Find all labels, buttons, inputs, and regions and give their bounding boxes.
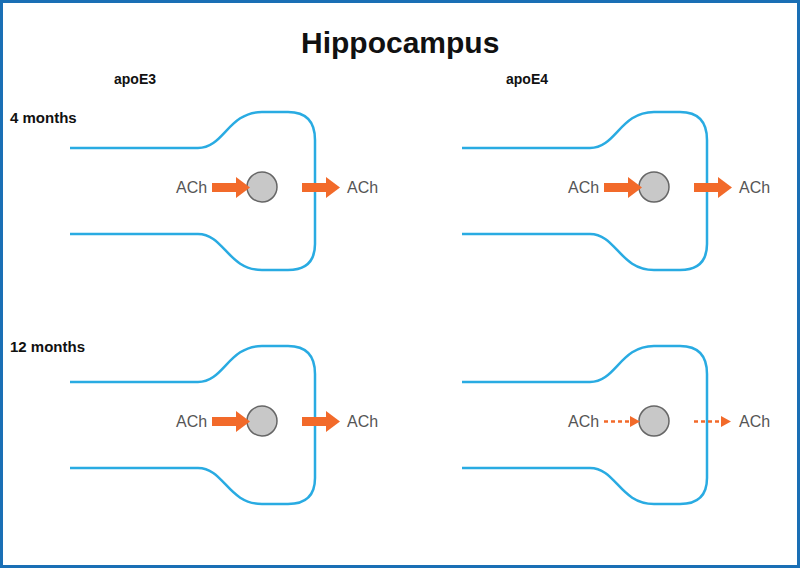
neurotransmitter-label: ACh xyxy=(347,179,378,197)
terminal-e3-12m xyxy=(70,346,340,504)
row-heading: 4 months xyxy=(10,110,77,127)
row-heading: 12 months xyxy=(10,339,85,356)
neurotransmitter-label: ACh xyxy=(739,413,770,431)
column-heading: apoE4 xyxy=(506,72,548,87)
terminal-e4-12m xyxy=(462,346,731,504)
column-heading: apoE3 xyxy=(114,72,156,87)
neurotransmitter-label: ACh xyxy=(347,413,378,431)
diagram-title: Hippocampus xyxy=(301,26,499,59)
neurotransmitter-label: ACh xyxy=(568,413,599,431)
terminal-e3-4m xyxy=(70,112,340,270)
neurotransmitter-label: ACh xyxy=(568,179,599,197)
neurotransmitter-label: ACh xyxy=(739,179,770,197)
terminal-e4-4m xyxy=(462,112,732,270)
neurotransmitter-label: ACh xyxy=(176,179,207,197)
neurotransmitter-label: ACh xyxy=(176,413,207,431)
